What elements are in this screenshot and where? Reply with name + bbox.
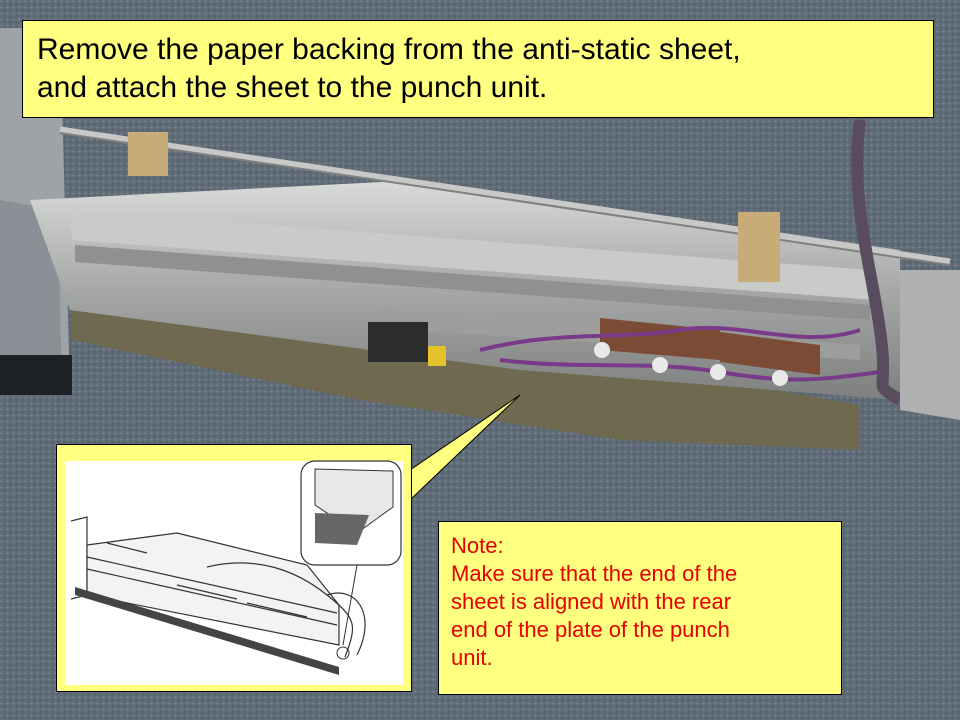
note-line-1: Make sure that the end of the xyxy=(451,561,738,586)
anti-static-sheet xyxy=(72,300,860,450)
anti-static-sheet-drawing xyxy=(75,587,339,675)
shaft xyxy=(59,126,951,266)
punch-unit-line-drawing xyxy=(70,516,366,658)
diagram-inset xyxy=(56,444,412,692)
bracket-right xyxy=(738,212,780,282)
note-line-4: unit. xyxy=(451,645,493,670)
note-callout: Note: Make sure that the end of the shee… xyxy=(438,521,842,695)
instruction-line-1: Remove the paper backing from the anti-s… xyxy=(37,33,741,66)
bracket-left xyxy=(128,132,168,176)
detail-magnifier xyxy=(300,460,402,660)
note-line-3: end of the plate of the punch xyxy=(451,617,730,642)
instruction-title: Remove the paper backing from the anti-s… xyxy=(22,20,934,118)
note-heading: Note: xyxy=(451,533,504,558)
instruction-line-2: and attach the sheet to the punch unit. xyxy=(37,71,548,104)
note-line-2: sheet is aligned with the rear xyxy=(451,589,732,614)
